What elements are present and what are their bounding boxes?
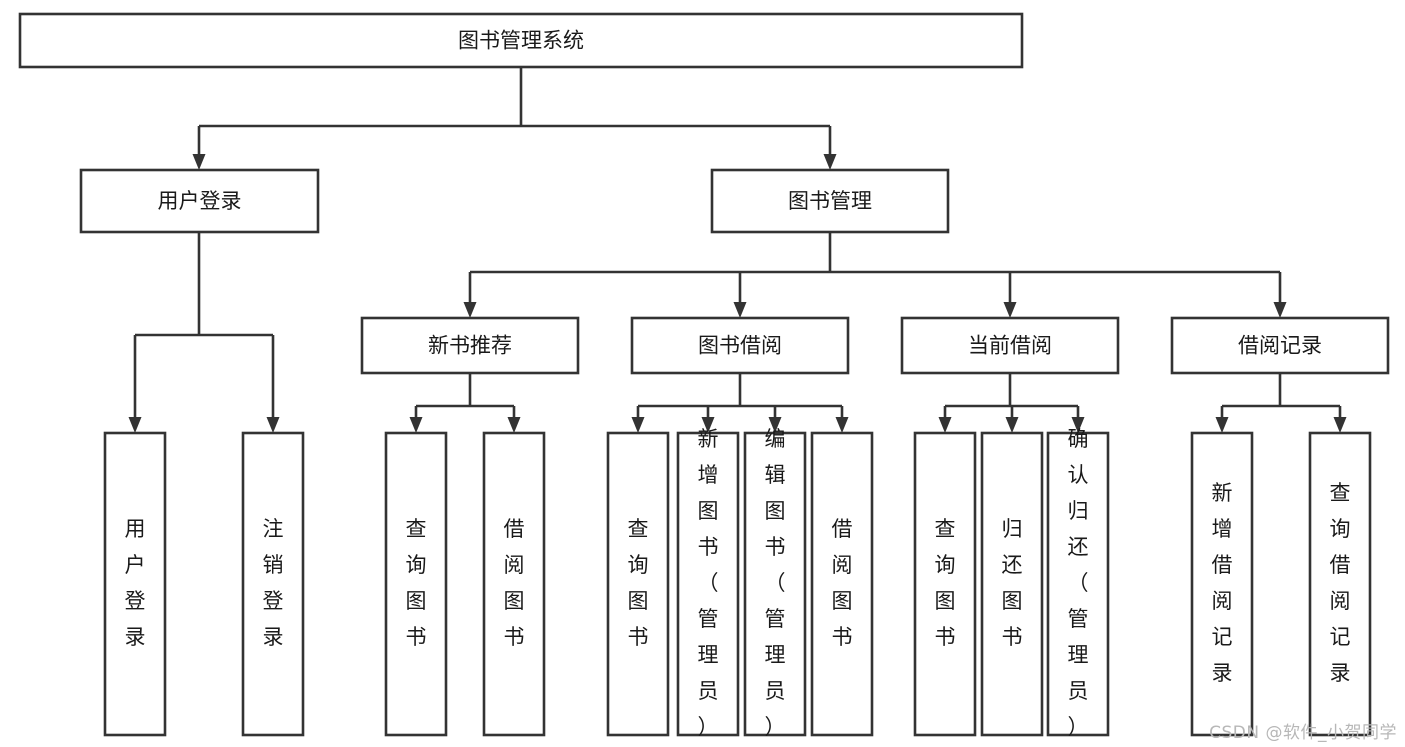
node-label: 查询图书	[406, 517, 427, 649]
node-borrow-record[interactable]: 借阅记录	[1170, 316, 1390, 375]
node-label: 新增借阅记录	[1212, 481, 1233, 685]
node-box	[1170, 316, 1390, 375]
node-leaf-logout[interactable]: 注销登录	[241, 431, 305, 737]
node-leaf-add-record[interactable]: 新增借阅记录	[1190, 431, 1254, 737]
arrow-head-icon	[1005, 417, 1019, 433]
node-leaf-borrow-book-1[interactable]: 借阅图书	[482, 431, 546, 737]
node-box	[980, 431, 1044, 737]
node-leaf-query-book-3[interactable]: 查询图书	[913, 431, 977, 737]
node-label: 用户登录	[158, 189, 242, 213]
node-box	[360, 316, 580, 375]
node-root[interactable]: 图书管理系统	[18, 12, 1024, 69]
node-leaf-borrow-book-2[interactable]: 借阅图书	[810, 431, 874, 737]
node-box	[900, 316, 1120, 375]
node-box	[1190, 431, 1254, 737]
node-label: 新书推荐	[428, 334, 512, 358]
node-box	[18, 12, 1024, 69]
node-label: 查询图书	[628, 517, 649, 649]
arrow-head-icon	[768, 417, 782, 433]
watermark: CSDN @软件_小贺同学	[1209, 723, 1397, 743]
node-box	[710, 168, 950, 234]
node-box	[1046, 431, 1110, 737]
node-leaf-return-book[interactable]: 归还图书	[980, 431, 1044, 737]
node-box	[1308, 431, 1372, 737]
arrow-head-icon	[1215, 417, 1229, 433]
node-label: 确认归还（管理员）	[1068, 427, 1089, 739]
node-leaf-add-book[interactable]: 新增图书（管理员）	[676, 427, 740, 739]
node-leaf-query-record[interactable]: 查询借阅记录	[1308, 431, 1372, 737]
node-box	[810, 431, 874, 737]
node-label: 借阅图书	[504, 517, 525, 649]
arrow-head-icon	[631, 417, 645, 433]
node-box	[743, 431, 807, 737]
arrow-head-icon	[701, 417, 715, 433]
node-leaf-user-login[interactable]: 用户登录	[103, 431, 167, 737]
arrow-head-icon	[733, 302, 747, 318]
node-label: 图书管理系统	[458, 29, 584, 53]
arrow-head-icon	[1071, 417, 1085, 433]
node-box	[676, 431, 740, 737]
arrow-head-icon	[1003, 302, 1017, 318]
arrow-head-icon	[1273, 302, 1287, 318]
node-label: 借阅记录	[1238, 334, 1322, 358]
arrow-head-icon	[463, 302, 477, 318]
node-book-manage[interactable]: 图书管理	[710, 168, 950, 234]
node-box	[913, 431, 977, 737]
arrow-head-icon	[938, 417, 952, 433]
node-box	[241, 431, 305, 737]
node-leaf-query-book-2[interactable]: 查询图书	[606, 431, 670, 737]
node-label: 图书借阅	[698, 334, 782, 358]
node-label: 当前借阅	[968, 334, 1052, 358]
node-label: 编辑图书（管理员）	[765, 427, 786, 739]
node-leaf-query-book-1[interactable]: 查询图书	[384, 431, 448, 737]
node-layer: 图书管理系统用户登录图书管理新书推荐图书借阅当前借阅借阅记录用户登录注销登录查询…	[18, 12, 1390, 739]
node-current-borrow[interactable]: 当前借阅	[900, 316, 1120, 375]
arrow-head-icon	[128, 417, 142, 433]
arrow-head-icon	[1333, 417, 1347, 433]
node-user-login[interactable]: 用户登录	[79, 168, 320, 234]
node-book-borrow[interactable]: 图书借阅	[630, 316, 850, 375]
node-box	[79, 168, 320, 234]
node-leaf-edit-book[interactable]: 编辑图书（管理员）	[743, 427, 807, 739]
connector-layer	[128, 67, 1347, 433]
arrow-head-icon	[409, 417, 423, 433]
node-label: 注销登录	[263, 517, 284, 649]
node-label: 图书管理	[788, 189, 872, 213]
arrow-head-icon	[507, 417, 521, 433]
node-label: 归还图书	[1002, 517, 1023, 649]
node-new-book-rec[interactable]: 新书推荐	[360, 316, 580, 375]
node-box	[384, 431, 448, 737]
node-label: 查询借阅记录	[1330, 481, 1351, 685]
arrow-head-icon	[823, 154, 837, 170]
node-box	[606, 431, 670, 737]
node-label: 查询图书	[935, 517, 956, 649]
node-label: 借阅图书	[832, 517, 853, 649]
node-label: 新增图书（管理员）	[698, 427, 719, 739]
node-box	[482, 431, 546, 737]
node-box	[103, 431, 167, 737]
node-box	[630, 316, 850, 375]
arrow-head-icon	[266, 417, 280, 433]
arrow-head-icon	[835, 417, 849, 433]
node-label: 用户登录	[125, 517, 146, 649]
arrow-head-icon	[192, 154, 206, 170]
node-leaf-confirm-return[interactable]: 确认归还（管理员）	[1046, 427, 1110, 739]
